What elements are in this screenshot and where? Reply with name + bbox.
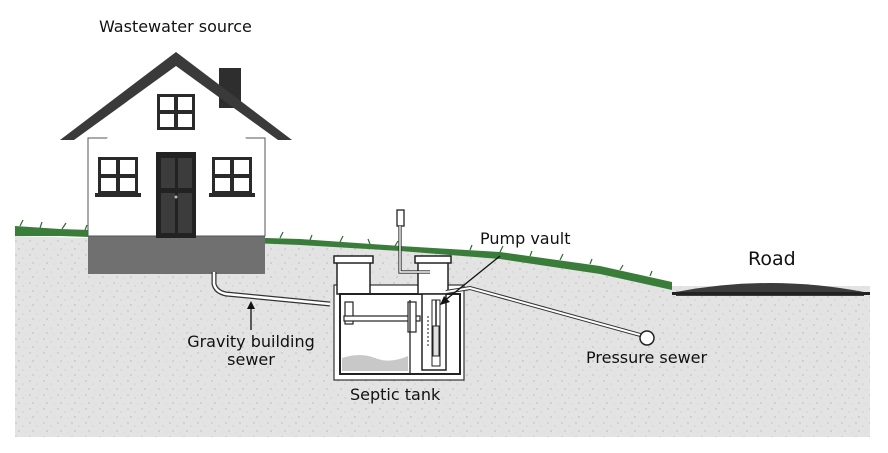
label-gravity-line1: Gravity building — [187, 332, 315, 351]
label-gravity-line2: sewer — [227, 350, 275, 370]
label-pump-vault: Pump vault — [480, 229, 571, 248]
pump-vault — [421, 293, 447, 371]
label-road: Road — [748, 248, 796, 270]
label-gravity-building-sewer: Gravity building sewer — [182, 332, 320, 370]
label-pressure-sewer: Pressure sewer — [586, 348, 708, 367]
label-septic-tank: Septic tank — [350, 385, 441, 404]
grass — [15, 226, 672, 290]
road-icon — [672, 280, 870, 296]
label-wastewater-source: Wastewater source — [99, 17, 252, 36]
house-icon — [60, 52, 292, 274]
pump-vault-leader — [442, 255, 501, 303]
control-panel-mast — [396, 209, 430, 274]
cleanout-circle-icon — [639, 330, 655, 346]
pump-icon — [432, 300, 440, 357]
